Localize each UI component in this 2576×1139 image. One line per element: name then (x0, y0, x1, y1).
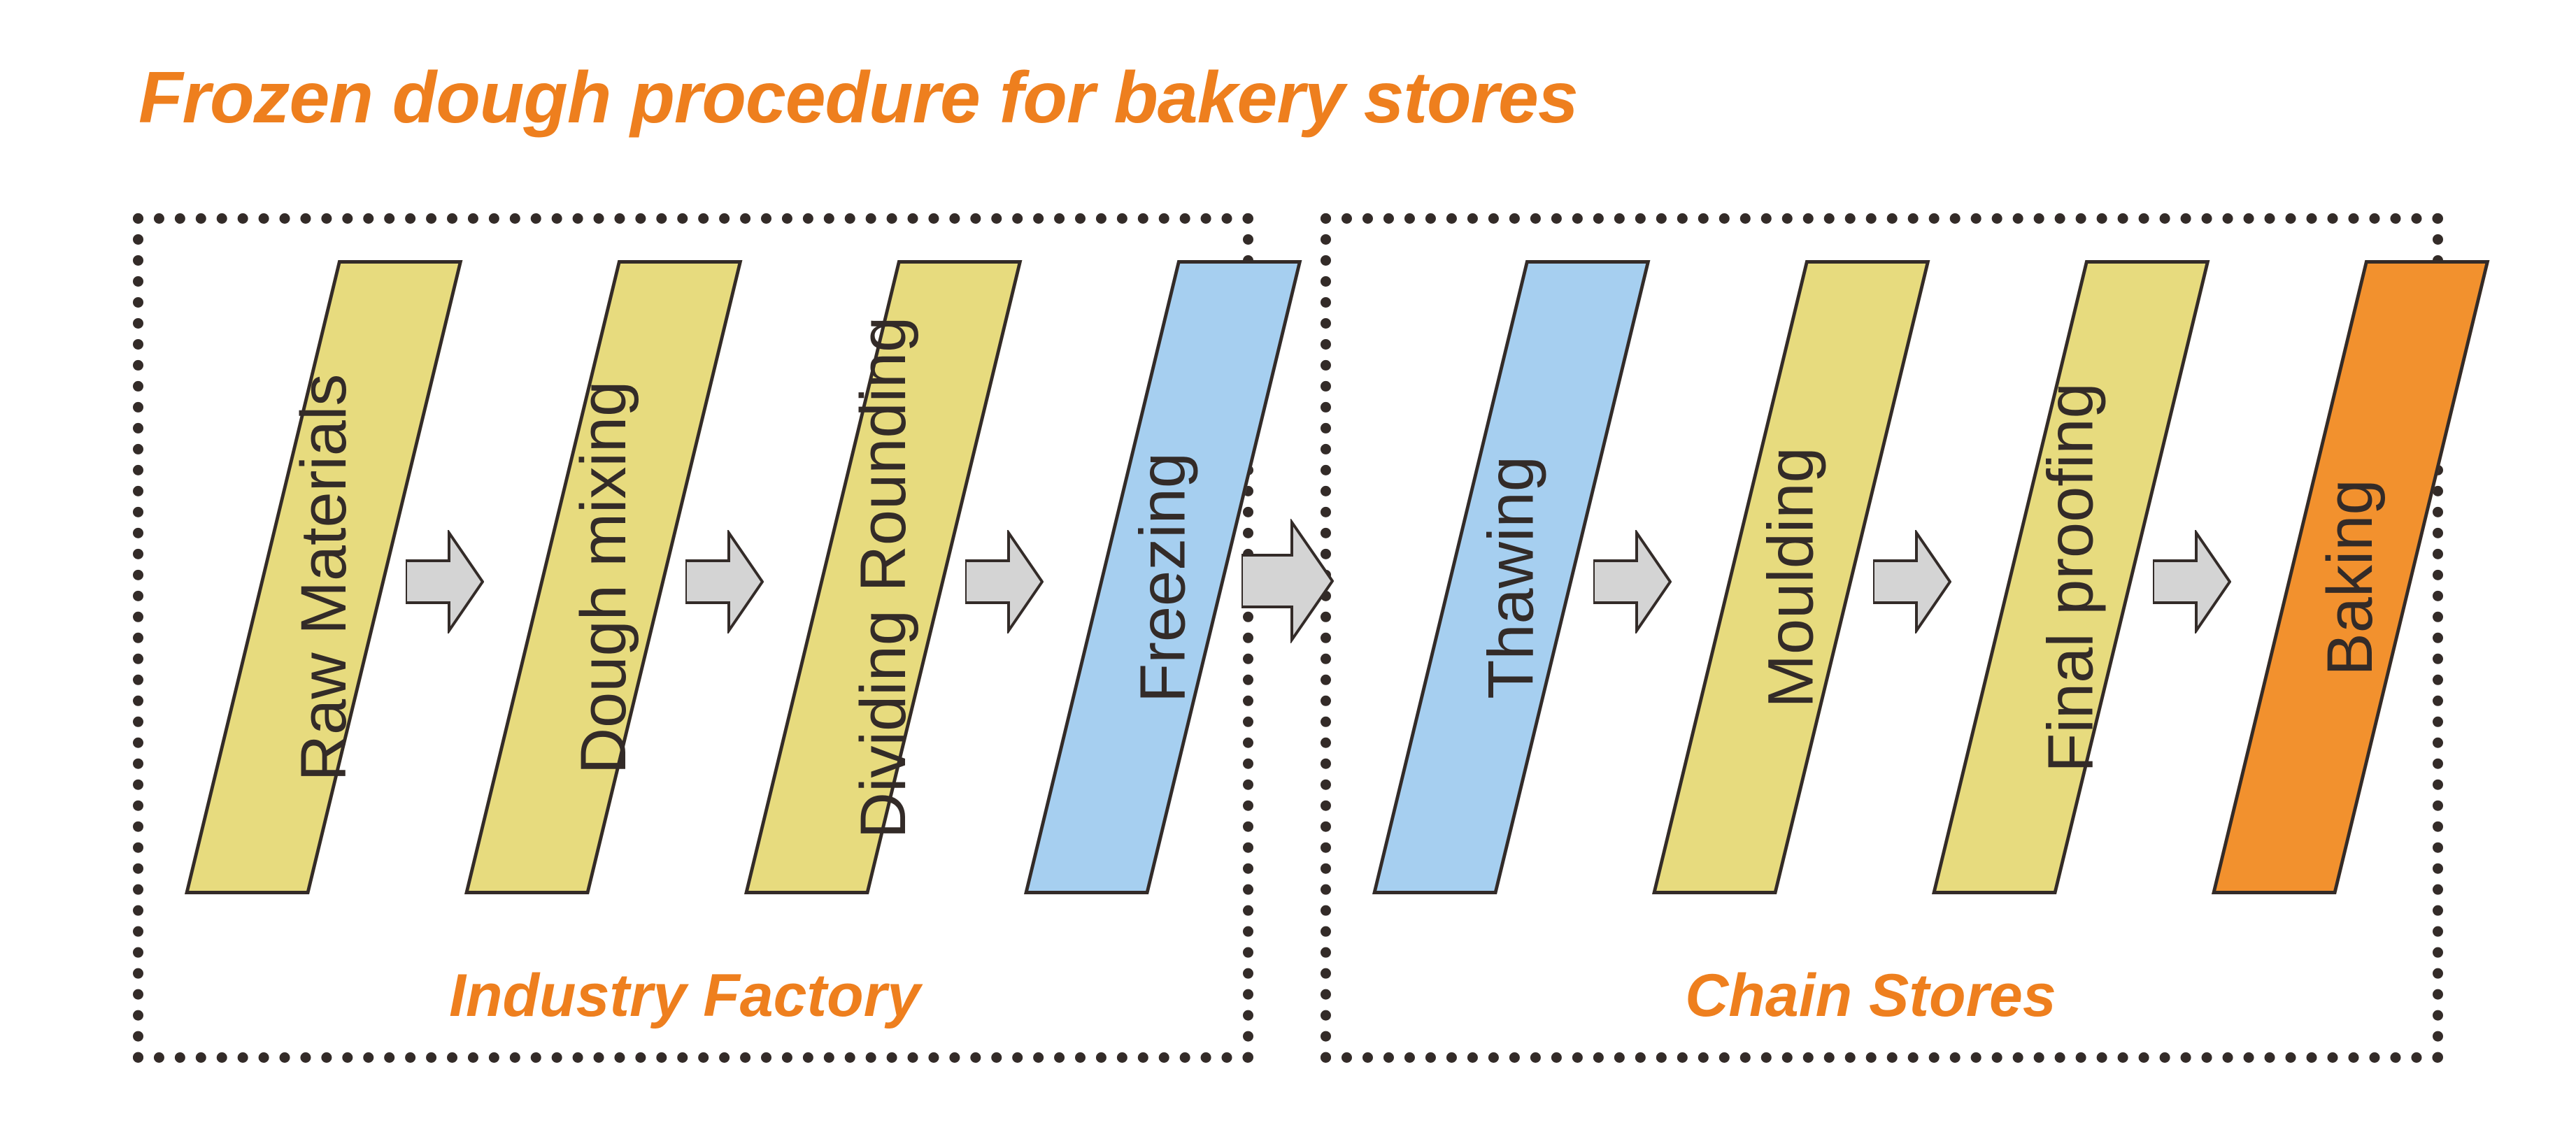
zone-label-chain-stores: Chain Stores (1685, 962, 2056, 1029)
step-label: Baking (2314, 478, 2386, 676)
block-arrow-right-icon (685, 530, 764, 633)
step-label: Thawing (1475, 455, 1547, 699)
step-label: Final proofing (2035, 382, 2107, 773)
block-arrow-right-icon (2153, 530, 2231, 633)
block-arrow-right-icon (965, 530, 1044, 633)
step-label: Dough mixing (567, 380, 639, 774)
zone-chain-stores: Chain Stores (1321, 213, 2443, 1063)
step-label: Dividing Rounding (847, 316, 919, 838)
block-arrow-right-icon (1593, 530, 1672, 633)
page-title: Frozen dough procedure for bakery stores (138, 57, 1579, 138)
block-arrow-right-icon (1873, 530, 1951, 633)
zone-label-industry-factory: Industry Factory (449, 962, 920, 1029)
block-arrow-right-icon (406, 530, 484, 633)
step-label: Moulding (1755, 446, 1827, 708)
step-label: Freezing (1127, 452, 1199, 703)
block-arrow-right-connector-icon (1241, 519, 1334, 643)
step-label: Raw Materials (287, 373, 360, 781)
